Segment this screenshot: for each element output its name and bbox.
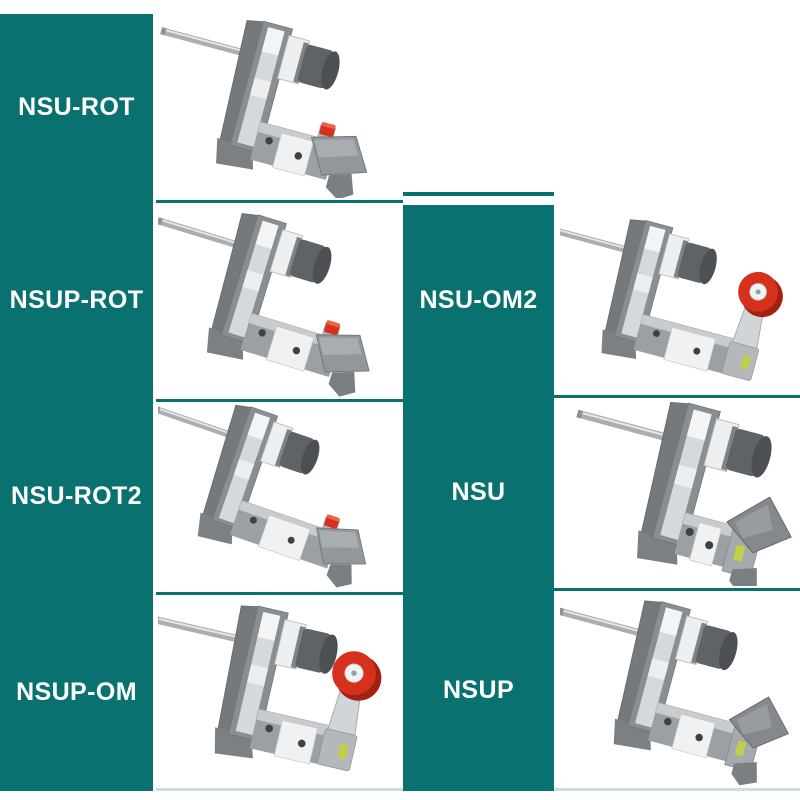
image-cell — [560, 593, 798, 786]
image-cell — [560, 400, 798, 586]
image-cell — [158, 16, 396, 198]
image-cell — [158, 205, 396, 397]
row-separator — [554, 588, 800, 591]
label-cell-nsu-rot2: NSU-ROT2 — [0, 400, 153, 593]
image-cell — [158, 597, 396, 786]
label-cell-nsup: NSUP — [403, 589, 554, 791]
row-separator — [156, 399, 403, 402]
label-cell-nsup-om: NSUP-OM — [0, 593, 153, 791]
product-label-nsu-rot: NSU-ROT — [18, 93, 135, 121]
nsu-rot2-image — [158, 404, 367, 588]
row-separator — [554, 395, 800, 398]
product-label-nsup-rot: NSUP-ROT — [9, 286, 144, 314]
product-label-nsup-om: NSUP-OM — [16, 677, 137, 706]
product-label-nsu-rot2: NSU-ROT2 — [11, 482, 142, 510]
nsu-image — [576, 401, 792, 586]
left-label-column: NSU-ROT NSUP-ROT NSU-ROT2 NSUP-OM — [0, 14, 153, 791]
label-cell-nsu-om2: NSU-OM2 — [403, 205, 554, 396]
row-separator — [156, 592, 403, 595]
product-label-nsu-om2: NSU-OM2 — [419, 286, 538, 314]
label-cell-nsu-rot: NSU-ROT — [0, 14, 153, 201]
nsu-rot-image — [160, 20, 368, 198]
product-label-nsup: NSUP — [442, 675, 515, 704]
nsu-om2-image — [560, 219, 783, 381]
bottom-rule — [554, 788, 800, 791]
row-separator — [156, 200, 403, 203]
image-cell — [158, 404, 396, 590]
product-label-nsu: NSU — [451, 478, 506, 506]
right-column-cap-line — [403, 192, 554, 196]
label-cell-nsu: NSU — [403, 396, 554, 589]
bottom-rule — [156, 788, 403, 791]
nsup-image — [560, 600, 790, 786]
image-cell — [560, 207, 798, 393]
nsup-om-image — [158, 605, 382, 772]
right-label-column: NSU-OM2 NSU NSUP — [403, 205, 554, 791]
nsup-rot-image — [158, 213, 370, 397]
label-cell-nsup-rot: NSUP-ROT — [0, 201, 153, 400]
